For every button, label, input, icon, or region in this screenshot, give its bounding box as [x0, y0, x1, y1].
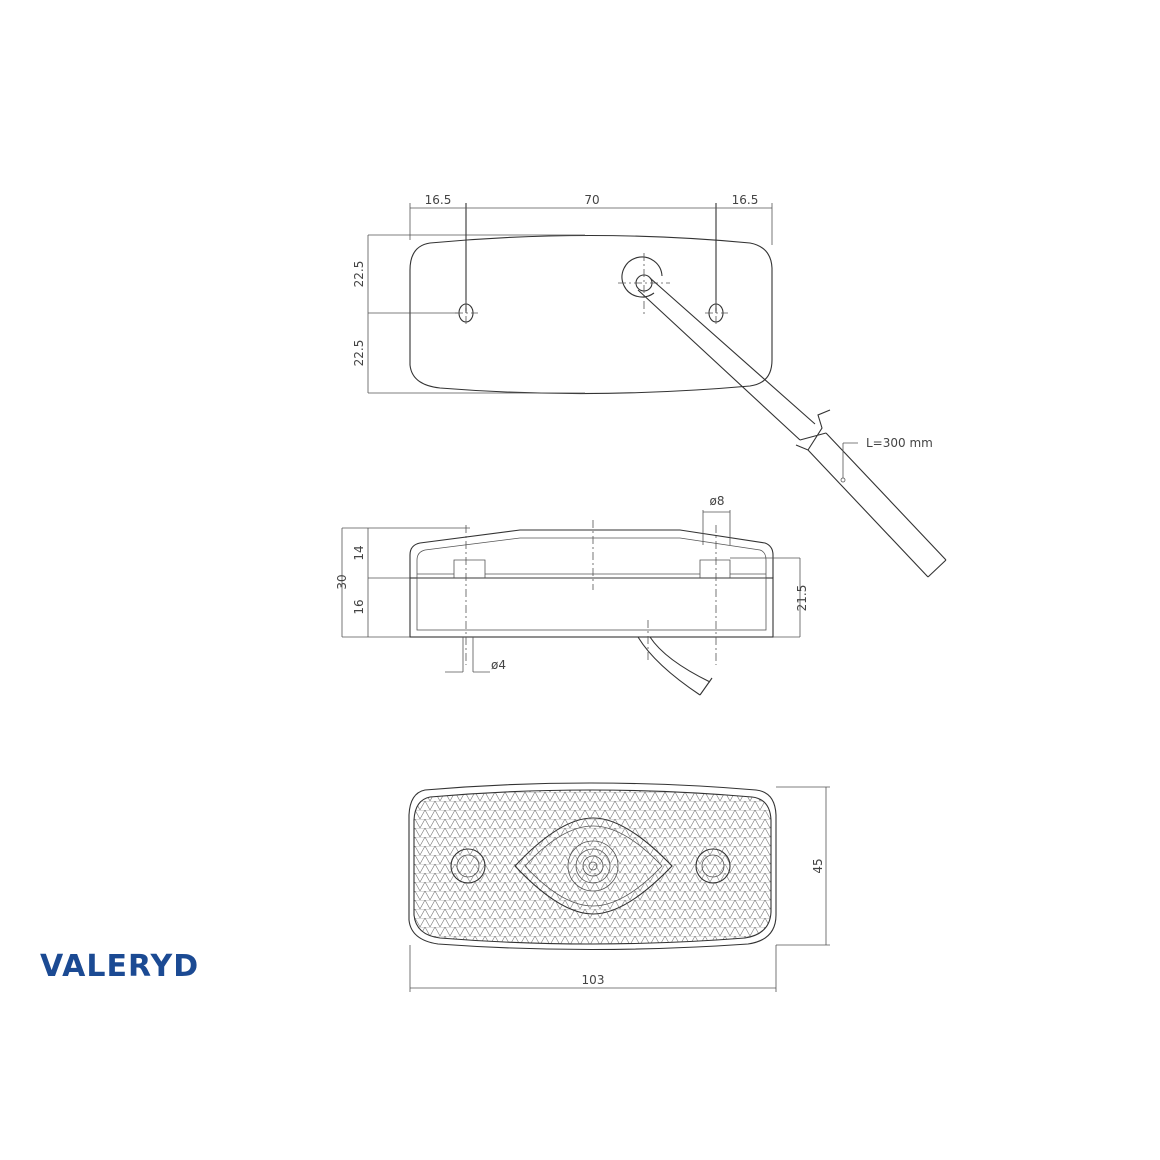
front-view: 45 103 [408, 782, 830, 992]
cable-length-label: L=300 mm [866, 436, 933, 450]
dim-base-height: 16 [352, 599, 366, 614]
front-outline [408, 782, 777, 951]
valeryd-logo: VALERYD [40, 949, 199, 984]
dim-total-height: 30 [335, 574, 349, 589]
dim-lower-half: 22.5 [352, 340, 366, 367]
dim-right-offset: 16.5 [732, 193, 759, 207]
front-hole-right [695, 848, 731, 884]
dim-front-height: 45 [811, 858, 825, 873]
dim-front-width: 103 [582, 973, 605, 987]
top-body-outline [409, 234, 773, 395]
side-lens-outline [409, 529, 774, 578]
dim-hole-spacing: 70 [584, 193, 599, 207]
dim-side-height: 21.5 [795, 585, 809, 612]
dim-left-offset: 16.5 [425, 193, 452, 207]
cable [637, 277, 947, 578]
reflector-pattern [414, 790, 771, 944]
dim-lens-height: 14 [352, 545, 366, 560]
dim-hole-diameter: ø4 [491, 658, 506, 672]
side-base [409, 577, 774, 638]
top-view: 16.5 70 16.5 22.5 22.5 L=300 mm [352, 193, 947, 578]
dim-upper-half: 22.5 [352, 261, 366, 288]
cable-grommet [621, 256, 663, 298]
front-hole-left [450, 848, 486, 884]
side-view: 30 14 16 21.5 ø8 ø4 [335, 494, 809, 696]
center-lamp-eye [514, 817, 673, 915]
side-cable [637, 636, 713, 696]
dim-cable-diameter: ø8 [710, 494, 725, 508]
